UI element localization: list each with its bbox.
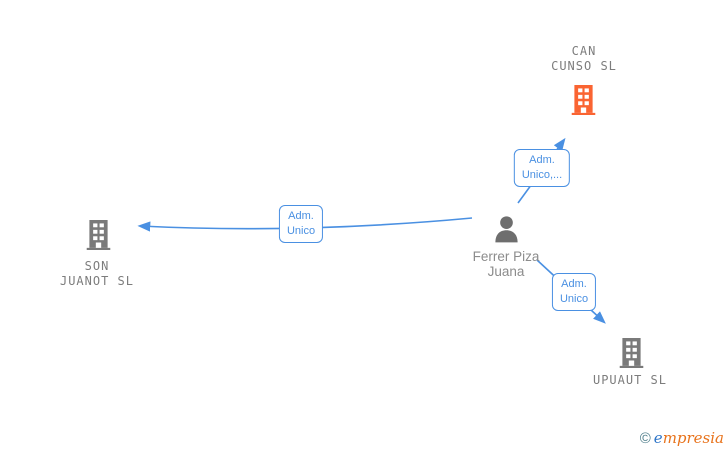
node-son-juanot[interactable] xyxy=(85,220,112,255)
empresia-logo[interactable]: ©empresia xyxy=(640,429,724,447)
edge-label-line: Unico xyxy=(559,293,589,305)
node-label-line: UPUAUT SL xyxy=(592,373,668,387)
node-upuaut[interactable] xyxy=(618,338,645,373)
node-person-ferrer-piza-juana[interactable] xyxy=(491,214,522,250)
node-label-line: SON xyxy=(84,259,110,273)
node-label-line: CAN xyxy=(571,44,597,58)
node-label-line: Juana xyxy=(487,264,525,279)
node-label-upuaut[interactable]: UPUAUT SL xyxy=(593,373,667,388)
building-icon[interactable] xyxy=(570,85,597,120)
edge-label-adm-unico-upuaut[interactable]: Adm. Unico xyxy=(551,273,597,311)
node-label-can-cunso[interactable]: CAN CUNSO SL xyxy=(551,44,617,74)
node-label-line: JUANOT SL xyxy=(59,274,135,288)
building-icon[interactable] xyxy=(85,220,112,255)
edge-label-line: Adm. xyxy=(288,210,314,222)
copyright-icon: © xyxy=(639,430,651,447)
node-label-son-juanot[interactable]: SON JUANOT SL xyxy=(60,259,134,289)
edge-label-line: Adm. xyxy=(529,154,555,166)
person-icon[interactable] xyxy=(491,214,522,250)
edge-label-line: Adm. xyxy=(561,278,587,290)
edge-label-line: Unico,... xyxy=(521,169,563,181)
node-label-line: CUNSO SL xyxy=(551,59,617,73)
node-can-cunso[interactable] xyxy=(570,85,597,120)
edge-label-adm-unico-son-juanot[interactable]: Adm. Unico xyxy=(278,205,324,243)
brand-rest: mpresia xyxy=(662,429,724,447)
building-icon[interactable] xyxy=(618,338,645,373)
edge-label-line: Unico xyxy=(286,225,316,237)
edge-label-adm-unico-can-cunso[interactable]: Adm. Unico,... xyxy=(513,149,571,187)
brand-initial: e xyxy=(653,429,663,447)
node-label-person[interactable]: Ferrer Piza Juana xyxy=(473,249,540,279)
node-label-line: Ferrer Piza xyxy=(472,249,540,264)
